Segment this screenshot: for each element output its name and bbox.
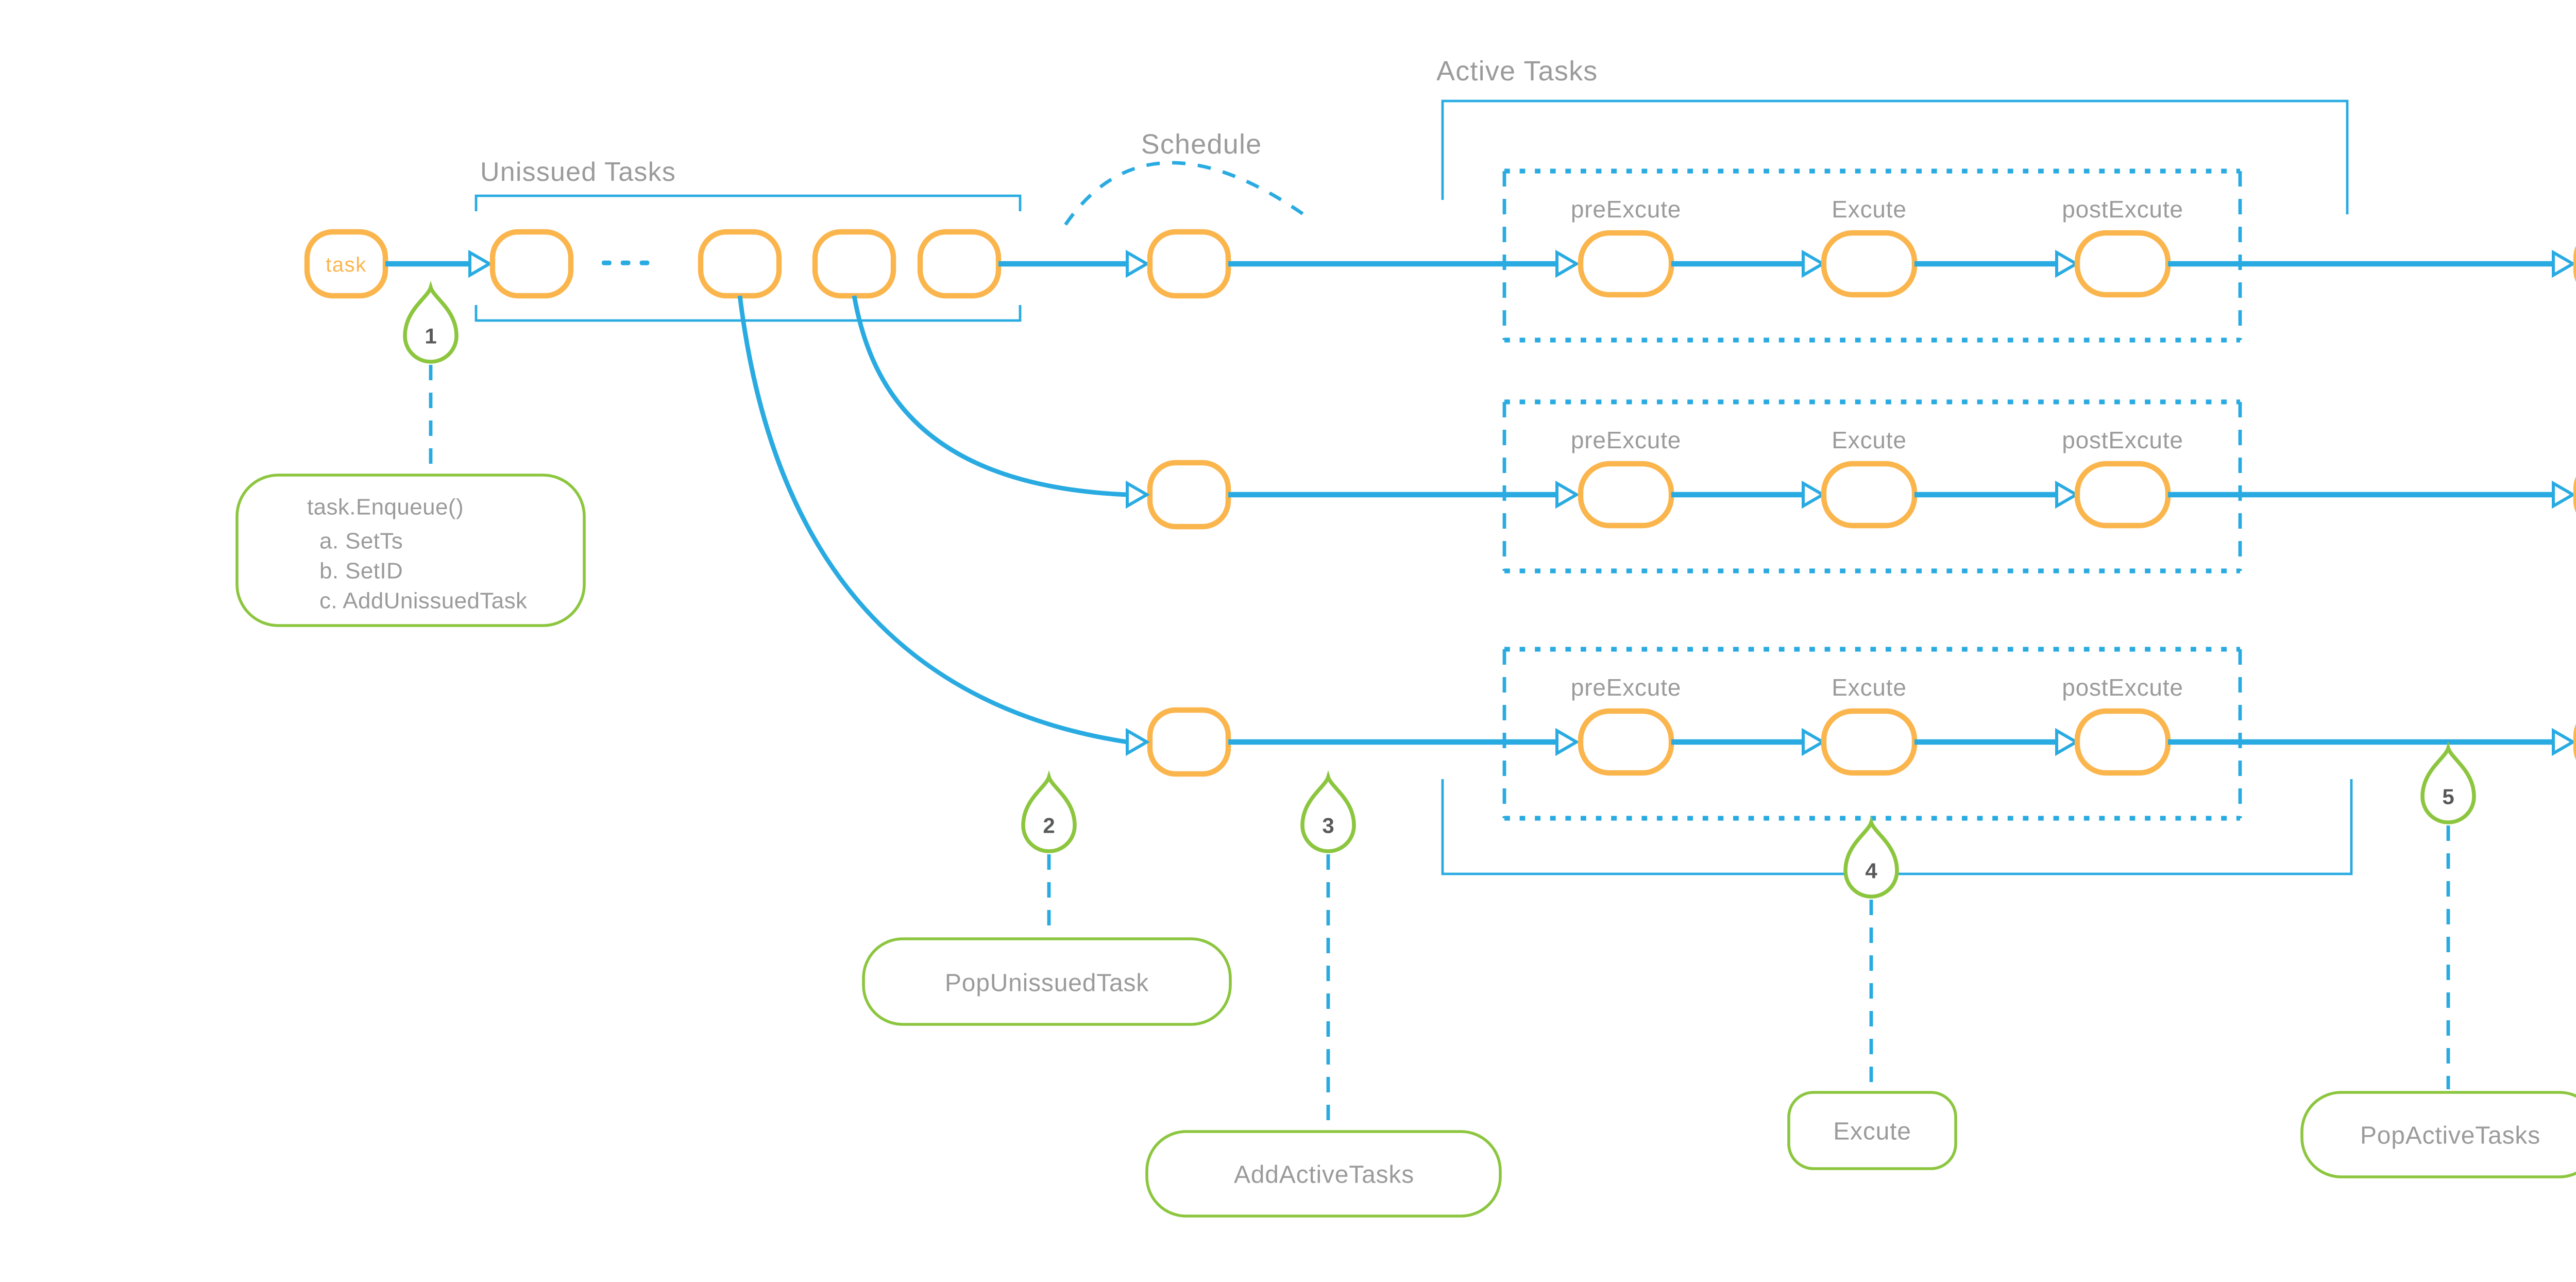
callout-label: Excute	[1833, 1118, 1911, 1145]
arrowhead-icon	[1557, 483, 1577, 506]
marker-number: 3	[1322, 814, 1334, 838]
schedule-node-row-3	[1147, 707, 1231, 777]
schedule-node-row-2	[1147, 460, 1231, 530]
arrowhead-icon	[1127, 731, 1147, 753]
arrowhead-icon	[1127, 483, 1147, 506]
callout-label: PopActiveTasks	[2360, 1122, 2540, 1150]
stage-label-postexcute: postExcute	[2062, 674, 2183, 701]
schedule-title: Schedule	[1141, 129, 1262, 160]
arrowhead-icon	[1803, 483, 1823, 506]
queue-node-4	[917, 229, 1002, 299]
arrowhead-icon	[2057, 252, 2076, 275]
arrowhead-icon	[1803, 252, 1823, 275]
marker-number: 4	[1865, 859, 1877, 883]
arrowhead-icon	[2553, 483, 2573, 506]
marker-number: 5	[2442, 785, 2454, 809]
schedule-section: Schedule	[737, 129, 1308, 777]
callout-line-3: b. SetID	[319, 559, 403, 584]
marker-1: 1 task.Enqueue() a. SetTs b. SetID c. Ad…	[235, 288, 586, 627]
callout-line-2: a. SetTs	[319, 529, 403, 554]
callout-box-enqueue	[235, 474, 586, 627]
stage-label-preexcute: preExcute	[1571, 674, 1681, 701]
schedule-node-row-1	[1147, 229, 1231, 299]
unissued-bracket-top	[474, 194, 1022, 211]
callout-box-popactivetasks	[2300, 1091, 2576, 1178]
stage-node-excute	[1821, 708, 1918, 776]
stage-node-postexcute	[2074, 461, 2171, 529]
arrowhead-icon	[2553, 731, 2573, 753]
stage-label-postexcute: postExcute	[2062, 427, 2183, 453]
marker-2: 2 PopUnissuedTask	[862, 777, 1232, 1026]
queue-ellipsis	[602, 260, 650, 265]
unissued-tasks-section: Unissued Tasks task	[304, 157, 1022, 322]
active-row-1: preExcute Excute postExcute	[1228, 168, 2576, 343]
curve-queue-to-row-2	[852, 295, 1128, 497]
active-row-2: preExcute Excute postExcute	[1228, 399, 2576, 573]
callout-line-1: task.Enqueue()	[307, 495, 464, 520]
pipeline-box-row-1	[1502, 168, 2242, 343]
stage-node-postexcute	[2074, 230, 2171, 298]
active-tasks-title: Active Tasks	[1436, 56, 1598, 87]
marker-number: 1	[425, 324, 436, 348]
stage-label-excute: Excute	[1832, 427, 1906, 453]
stage-node-preexcute	[1578, 708, 1674, 776]
stage-node-postexcute	[2074, 708, 2171, 776]
queue-node-3	[812, 229, 896, 299]
stage-node-preexcute	[1578, 230, 1674, 298]
stage-node-preexcute	[1578, 461, 1674, 529]
pipeline-box-row-2	[1502, 399, 2242, 573]
stage-node-excute	[1821, 461, 1918, 529]
arrowhead-icon	[2553, 252, 2573, 275]
unissued-tasks-title: Unissued Tasks	[480, 157, 676, 187]
callout-box-addactivetasks	[1145, 1130, 1502, 1218]
curve-queue-to-row-3	[737, 295, 1128, 745]
arrowhead-icon	[470, 252, 489, 275]
queue-node-1	[489, 229, 574, 299]
arrowhead-icon	[1127, 252, 1147, 275]
marker-3: 3 AddActiveTasks	[1145, 777, 1502, 1218]
callout-box-popunissuedtask	[862, 937, 1232, 1026]
marker-4: 4 Excute	[1787, 822, 1957, 1170]
arrowhead-icon	[2057, 483, 2076, 506]
stage-node-excute	[1821, 230, 1918, 298]
task-node-label: task	[326, 254, 367, 276]
stage-label-postexcute: postExcute	[2062, 196, 2183, 223]
callout-box-excute	[1787, 1091, 1957, 1170]
marker-5: 5 PopActiveTasks	[2300, 748, 2576, 1178]
active-bracket-top	[1441, 99, 2349, 214]
arrowhead-icon	[1557, 731, 1577, 753]
marker-number: 2	[1043, 814, 1055, 838]
callout-line-4: c. AddUnissuedTask	[319, 588, 528, 614]
stage-label-preexcute: preExcute	[1571, 427, 1681, 453]
callout-label: AddActiveTasks	[1234, 1161, 1414, 1189]
stage-label-preexcute: preExcute	[1571, 196, 1681, 223]
queue-node-2	[698, 229, 782, 299]
arrowhead-icon	[1557, 252, 1577, 275]
stage-label-excute: Excute	[1832, 674, 1906, 701]
pipeline-box-row-3	[1502, 647, 2242, 821]
active-row-3: preExcute Excute postExcute	[1228, 647, 2576, 821]
arrowhead-icon	[2057, 731, 2076, 753]
unissued-bracket-bottom	[474, 305, 1022, 322]
stage-label-excute: Excute	[1832, 196, 1906, 223]
arrowhead-icon	[1803, 731, 1823, 753]
schedule-dashed-arc	[1064, 161, 1308, 226]
callout-label: PopUnissuedTask	[945, 970, 1149, 997]
